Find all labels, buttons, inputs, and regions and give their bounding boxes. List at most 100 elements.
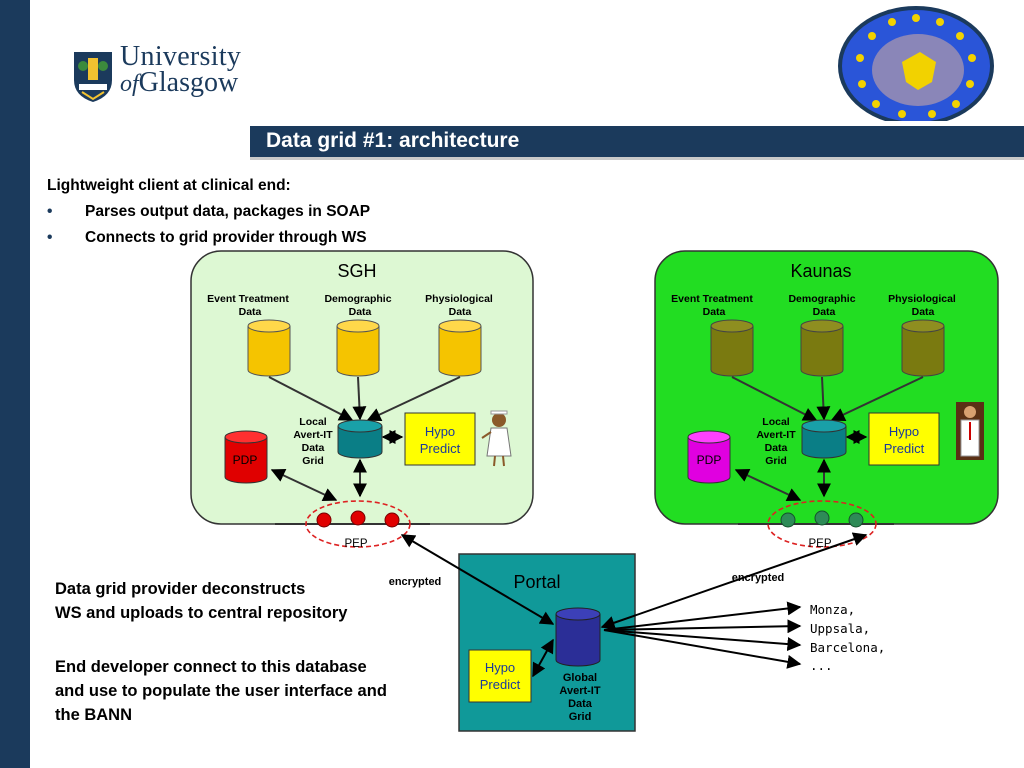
developer-note: End developer connect to this database a… [55,655,387,727]
sgh-title: SGH [337,261,376,281]
kaunas-source-label: Demographic [788,293,855,305]
sgh-pdp-db-icon [224,430,268,484]
bullet-icon: • [47,229,53,246]
provider-note-line: WS and uploads to central repository [55,604,348,622]
university-logo: University ofGlasgow [72,41,262,110]
title-bar: Data grid #1: architecture [250,126,1024,160]
sgh-source-label: Demographic [324,293,391,305]
sgh-source-label: Data [349,306,372,318]
portal-hypo-predict-box [468,649,532,703]
sgh-local-grid-label: Avert-IT [293,429,333,441]
crest-icon [74,52,112,102]
sgh-hypo-predict-label: Predict [420,441,461,456]
sgh-source-label: Event Treatment [207,293,289,305]
global-grid-label: Avert-IT [559,685,600,697]
sgh-pdp-label: PDP [233,453,258,467]
university-wordmark: University ofGlasgow [120,41,242,98]
kaunas-local-grid-label: Grid [765,455,787,467]
portal-hypo-predict-label: Hypo [485,660,515,675]
sgh-pep-label: PEP [344,538,367,550]
sgh-pep-node-icon [384,512,400,528]
kaunas-local-grid-db-icon [801,419,847,459]
kaunas-physiological-db-icon [901,319,945,377]
other-sites-list: Monza, Uppsala, Barcelona, ... [810,602,885,673]
kaunas-hypo-predict-box [868,412,940,466]
encrypted-label-right: encrypted [732,572,785,584]
other-site-label: Uppsala, [810,621,870,636]
developer-note-line: the BANN [55,706,132,724]
developer-note-line: and use to populate the user interface a… [55,682,387,700]
global-grid-db-icon [555,607,601,667]
intro-bullet: • Parses output data, packages in SOAP [47,199,370,225]
title-bar-logo-strip [834,121,996,127]
stars-ring-icon [856,14,976,118]
intro-bullet-text: Connects to grid provider through WS [85,229,367,246]
sgh-physiological-db-icon [438,319,482,377]
university-name-of: of [120,71,139,97]
sgh-local-grid-label: Local [299,416,327,428]
sgh-local-grid-label: Grid [302,455,324,467]
provider-note: Data grid provider deconstructs WS and u… [55,577,347,625]
kaunas-source-label: Data [703,306,726,318]
kaunas-demographic-db-icon [800,319,844,377]
sgh-event-treatment-db-icon [247,319,291,377]
sgh-hypo-predict-label: Hypo [425,424,455,439]
nurse-icon [481,410,512,467]
provider-note-line: Data grid provider deconstructs [55,580,306,598]
bullet-icon: • [47,203,53,220]
kaunas-source-label: Data [912,306,935,318]
kaunas-source-label: Data [813,306,836,318]
kaunas-source-label: Physiological [888,293,956,305]
encrypted-label-left: encrypted [389,576,442,588]
kaunas-hypo-predict-label: Predict [884,441,925,456]
sgh-site: SGH Event Treatment Data Demographic Dat… [190,250,534,525]
kaunas-pep-node-icon [848,512,864,528]
left-accent-bar [0,0,30,768]
kaunas-source-label: Event Treatment [671,293,753,305]
kaunas-pep-node-icon [814,510,830,526]
sgh-source-label: Data [239,306,262,318]
sgh-pep-node-icon [350,510,366,526]
other-site-label: Barcelona, [810,640,885,655]
sgh-pep: PEP [275,500,430,550]
intro-bullet-text: Parses output data, packages in SOAP [85,203,371,220]
kaunas-event-treatment-db-icon [710,319,754,377]
sgh-local-grid-db-icon [337,419,383,459]
avert-it-logo [838,6,994,126]
intro-heading: Lightweight client at clinical end: [47,177,291,194]
global-grid-label: Data [568,698,593,710]
kaunas-pep-node-icon [780,512,796,528]
portal-hypo-predict-label: Predict [480,677,521,692]
other-site-label: Monza, [810,602,855,617]
kaunas-local-grid-label: Data [765,442,788,454]
global-grid-label: Global [563,672,597,684]
sgh-local-grid-label: Data [302,442,325,454]
intro-text-block: Lightweight client at clinical end: • Par… [47,173,370,251]
university-name-line2: ofGlasgow [120,67,241,98]
sgh-demographic-db-icon [336,319,380,377]
portal-title: Portal [513,572,560,592]
global-grid-label: Grid [569,711,592,723]
sgh-pep-node-icon [316,512,332,528]
kaunas-site: Kaunas Event Treatment Data Demographic … [654,250,999,525]
kaunas-pdp-label: PDP [697,453,722,467]
developer-note-line: End developer connect to this database [55,658,367,676]
other-site-label: ... [810,658,833,673]
sgh-hypo-predict-box [404,412,476,466]
university-name-line1: University [120,41,242,72]
doctor-icon [956,402,984,460]
kaunas-local-grid-label: Avert-IT [756,429,796,441]
encrypted-connections [400,532,868,669]
kaunas-title: Kaunas [790,261,851,281]
europe-map-icon [902,52,936,90]
intro-bullet: • Connects to grid provider through WS [47,225,370,251]
kaunas-local-grid-label: Local [762,416,790,428]
university-name-glasgow: Glasgow [138,67,239,98]
kaunas-hypo-predict-label: Hypo [889,424,919,439]
portal-site: Portal Hypo Predict Global Avert-IT Data… [458,553,636,732]
sgh-source-label: Data [449,306,472,318]
page-title: Data grid #1: architecture [266,129,520,152]
kaunas-pdp-db-icon [687,430,731,484]
sgh-source-label: Physiological [425,293,493,305]
